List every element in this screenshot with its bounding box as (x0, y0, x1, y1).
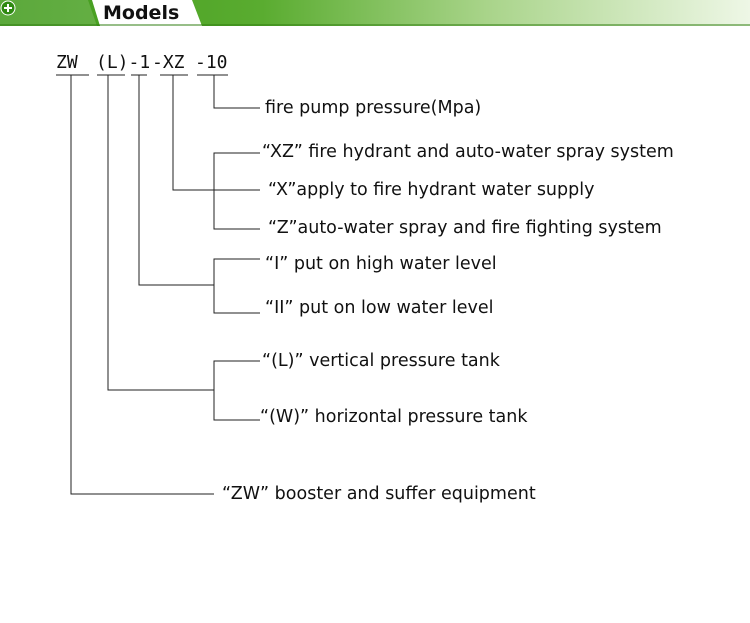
code-part-zw: ZW (56, 52, 78, 73)
desc-z: “Z”auto-water spray and fire fighting sy… (268, 218, 662, 238)
desc-tank-l: “(L)” vertical pressure tank (262, 351, 500, 371)
desc-level-ii: “II” put on low water level (265, 298, 494, 318)
desc-level-i: “I” put on high water level (265, 254, 497, 274)
desc-zw: “ZW” booster and suffer equipment (222, 484, 536, 504)
desc-xz: “XZ” fire hydrant and auto-water spray s… (262, 142, 674, 162)
code-part-xz: -XZ (152, 52, 185, 73)
section-header: Models (0, 0, 750, 26)
code-part-10: -10 (195, 52, 228, 73)
section-title: Models (103, 2, 180, 24)
header-band (0, 0, 750, 26)
desc-tank-w: “(W)” horizontal pressure tank (260, 407, 528, 427)
desc-pressure: fire pump pressure(Mpa) (265, 98, 482, 118)
plus-circle-icon (0, 0, 16, 16)
desc-x: “X”apply to fire hydrant water supply (268, 180, 595, 200)
code-part-l-1: (L)-1 (96, 52, 151, 73)
